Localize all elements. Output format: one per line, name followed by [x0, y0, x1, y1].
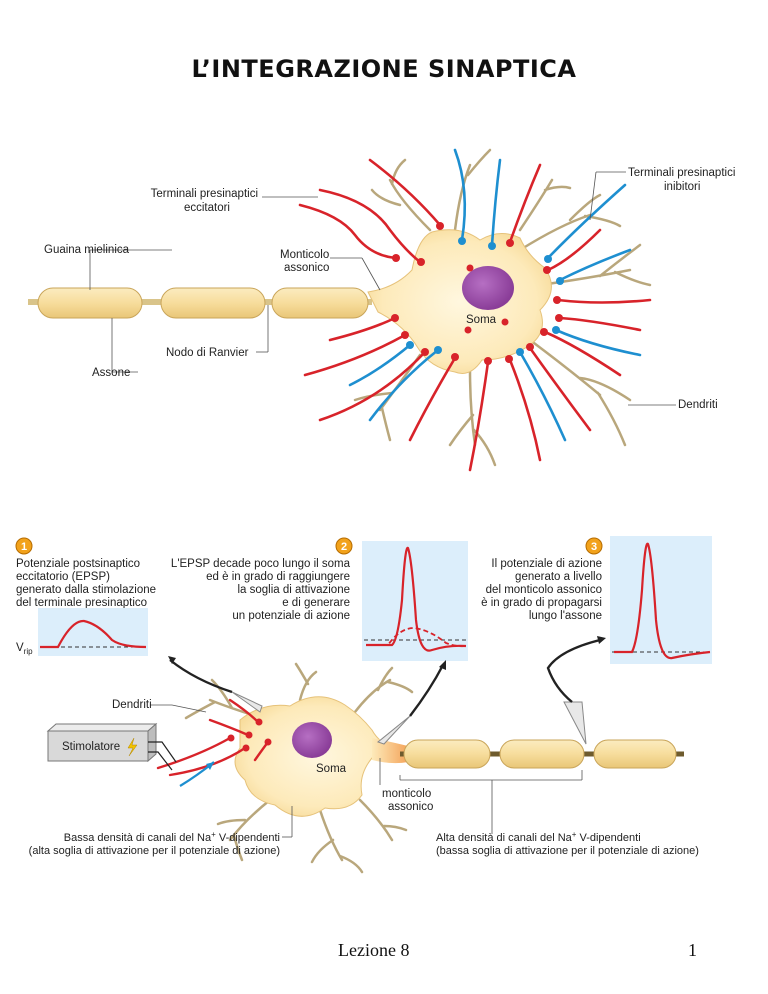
electrode-2: [376, 715, 411, 745]
arrow-1: [169, 659, 233, 694]
step-3-line: del monticolo assonico: [486, 584, 602, 596]
step-2-line: un potenziale di azione: [232, 610, 350, 622]
label-high-density-note: (bassa soglia di attivazione per il pote…: [436, 845, 699, 857]
label-exc-terminals-2: eccitatori: [184, 202, 230, 214]
panel-epsp-bg: [38, 608, 148, 656]
top-leader-lines: [89, 171, 676, 406]
label-low-density-note: (alta soglia di attivazione per il poten…: [29, 845, 280, 857]
step-1-line: Potenziale postsinaptico: [16, 558, 140, 570]
lightning-icon: [127, 737, 138, 757]
stimulator-wire: [148, 741, 177, 763]
label-axon: Assone: [92, 367, 130, 379]
inhibitory-fibers: [348, 148, 642, 442]
svg-text:3: 3: [591, 541, 597, 553]
label-ranvier: Nodo di Ranvier: [166, 347, 249, 359]
epsp-trace: [40, 619, 147, 649]
footer-page-number: 1: [688, 940, 697, 960]
bottom-nucleus: [292, 722, 332, 758]
label-hillock-2: assonico: [284, 262, 329, 274]
excitatory-fibers: [298, 158, 652, 472]
label-low-density: Bassa densità di canali del Na+ V-dipend…: [64, 830, 280, 844]
myelin-segment: [403, 739, 491, 769]
excitatory-terminals: [391, 222, 563, 365]
arrow-3: [546, 638, 601, 703]
step-3-line: è in grado di propagarsi: [481, 597, 602, 609]
top-nucleus: [462, 266, 514, 310]
electrode-3: [563, 701, 587, 745]
bottom-terminals: [227, 718, 272, 752]
electrode-1: [231, 691, 263, 713]
label-high-density: Alta densità di canali del Na+ V-dipende…: [436, 830, 641, 844]
stimulator-wire: [148, 751, 173, 771]
step-1-badge: [15, 537, 33, 555]
step-1-line: generato dalla stimolazione: [16, 584, 156, 596]
epsp-trace-2: [366, 627, 467, 648]
inhibitory-terminals: [406, 237, 564, 356]
ap-trace-3: [614, 542, 711, 660]
step-2-line: e di generare: [282, 597, 350, 609]
stimulator-label: Stimolatore: [62, 741, 120, 753]
label-exc-terminals-1: Terminali presinaptici: [151, 188, 258, 200]
panel-soma-decay: [362, 541, 468, 661]
panel-epsp: Vrip: [16, 608, 148, 656]
label-hillock-bottom-1: monticolo: [382, 788, 431, 800]
label-soma-bottom: Soma: [316, 763, 347, 775]
step-1-line: del terminale presinaptico: [16, 597, 147, 609]
arrow-2: [409, 664, 445, 717]
myelin-segment: [593, 739, 677, 769]
svg-text:1: 1: [21, 541, 27, 553]
label-hillock-1: Monticolo: [280, 249, 329, 261]
myelin-segment: [160, 287, 266, 319]
bottom-leader-lines: [150, 704, 583, 838]
ap-trace-2: [366, 546, 467, 652]
label-dendrites-bottom: Dendriti: [112, 699, 152, 711]
step-3-line: Il potenziale di azione: [491, 558, 602, 570]
svg-text:2: 2: [341, 541, 347, 553]
label-hillock-bottom-2: assonico: [388, 801, 433, 813]
step-2: 2 L'EPSP decade poco lungo il soma ed è …: [171, 537, 353, 622]
step-2-badge: [335, 537, 353, 555]
label-dendrites-top: Dendriti: [678, 399, 718, 411]
step-3: 3 Il potenziale di azione generato a liv…: [481, 537, 603, 622]
page-title: L’INTEGRAZIONE SINAPTICA: [191, 55, 577, 83]
panel-action-potential: [610, 536, 712, 664]
step-2-line: ed è in grado di raggiungere: [206, 571, 350, 583]
step-1-line: eccitatorio (EPSP): [16, 571, 110, 583]
label-vrip: Vrip: [16, 642, 33, 656]
step-1: 1 Potenziale postsinaptico eccitatorio (…: [15, 537, 156, 609]
step-2-line: la soglia di attivazione: [237, 584, 350, 596]
step-3-line: lungo l'assone: [529, 610, 602, 622]
current-arrowhead: [206, 762, 214, 770]
footer-lesson: Lezione 8: [338, 940, 410, 960]
myelin-segment: [37, 287, 143, 319]
bottom-neuron: Stimolatore Dendriti Soma monticolo asso…: [29, 636, 699, 874]
top-cell-body: [367, 229, 552, 374]
label-soma-top: Soma: [466, 314, 497, 326]
myelin-segment: [271, 287, 369, 319]
label-inh-terminals-1: Terminali presinaptici: [628, 167, 735, 179]
step-2-line: L'EPSP decade poco lungo il soma: [171, 558, 351, 570]
step-3-line: generato a livello: [515, 571, 602, 583]
label-inh-terminals-2: inibitori: [664, 181, 700, 193]
panel-3-bg: [610, 536, 712, 664]
top-neuron: Terminali presinaptici eccitatori Termin…: [28, 148, 735, 472]
myelin-segment: [499, 739, 585, 769]
bottom-dendrites: [184, 662, 414, 874]
step-3-badge: [585, 537, 603, 555]
label-myelin: Guaina mielinica: [44, 244, 130, 256]
axon-hillock: [372, 738, 408, 764]
